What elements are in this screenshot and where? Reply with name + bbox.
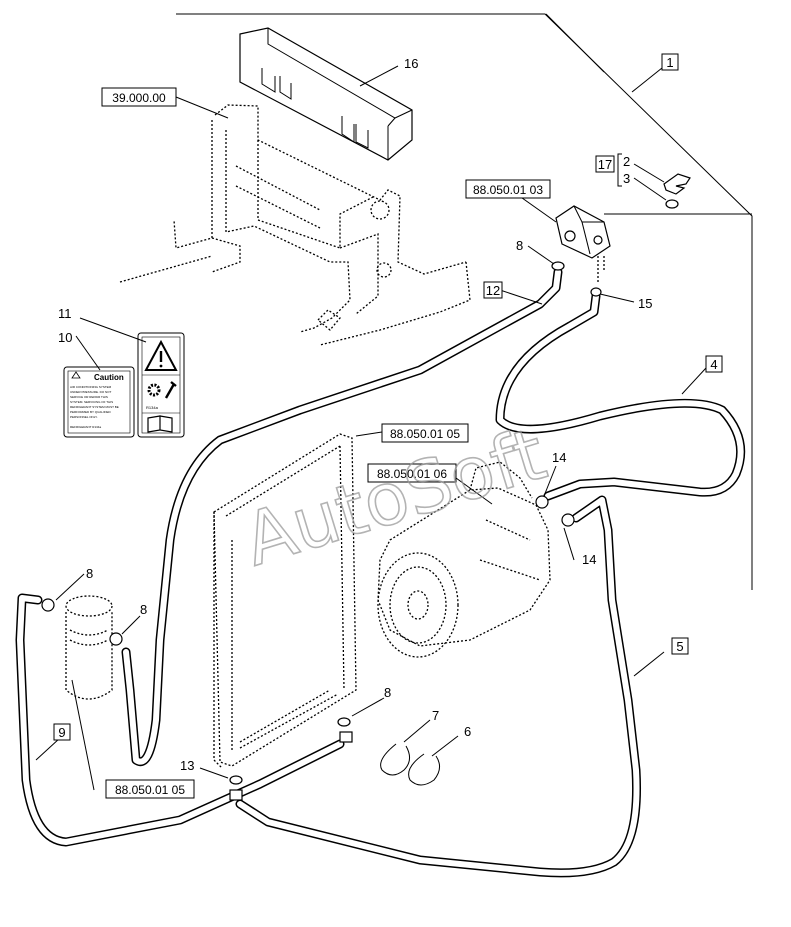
callout-11: 11 (58, 306, 72, 321)
caution-line-4: SYSTEM. SERVICING OF THIS (70, 400, 113, 404)
caution-text-lines: AIR CONDITIONING SYSTEM UNDER PRESSURE. … (70, 385, 119, 429)
ref-88-050-01-05-condenser: 88.050.01 05 (390, 427, 460, 441)
caution-decal: Caution AIR CONDITIONING SYSTEM UNDER PR… (63, 366, 135, 438)
condenser-outline (213, 433, 357, 769)
callout-17: 17 (598, 157, 612, 172)
callout-4: 4 (710, 357, 717, 372)
callout-14-top: 14 (552, 450, 566, 465)
gear-icon (147, 383, 161, 397)
callout-15: 15 (638, 296, 652, 311)
callout-8-left: 8 (86, 566, 93, 581)
caution-title: Caution (94, 373, 124, 382)
fittings (41, 261, 602, 801)
caution-line-1: AIR CONDITIONING SYSTEM (70, 385, 112, 389)
warning-decal: R134a (137, 332, 185, 438)
plain-callouts: 16 2 3 8 15 11 10 14 14 8 8 8 7 6 13 (58, 56, 652, 773)
callout-16: 16 (404, 56, 418, 71)
ref-88-050-01-03: 88.050.01 03 (473, 183, 543, 197)
caution-line-2: UNDER PRESSURE. DO NOT (70, 390, 112, 394)
callout-3: 3 (623, 171, 630, 186)
callout-12: 12 (486, 283, 500, 298)
cab-frame-outline (119, 104, 471, 346)
caution-line-7: PERSONNEL ONLY. (70, 415, 98, 419)
callout-8-top: 8 (516, 238, 523, 253)
hose-clamps (380, 743, 440, 786)
expansion-valve-block (555, 205, 611, 284)
manual-book-icon (147, 415, 173, 433)
hoses (15, 267, 746, 878)
callout-5: 5 (676, 639, 683, 654)
callout-10: 10 (58, 330, 72, 345)
caution-footer: REFRIGERANT R134a (70, 425, 101, 429)
ref-88-050-01-05-drier: 88.050.01 05 (115, 783, 185, 797)
callout-1: 1 (666, 55, 673, 70)
leader-lines (35, 65, 707, 791)
foam-block-16 (239, 27, 413, 161)
boxed-callouts: 1 12 4 17 5 9 (53, 53, 723, 741)
ref-39-000-00: 39.000.00 (112, 91, 166, 105)
callout-6: 6 (464, 724, 471, 739)
receiver-drier-outline (65, 595, 113, 700)
callout-8-drier: 8 (140, 602, 147, 617)
caution-line-6: PERFORMED BY QUALIFIED (70, 410, 111, 414)
ref-88-050-01-06: 88.050.01 06 (377, 467, 447, 481)
callout-8-condenser: 8 (384, 685, 391, 700)
callout-9: 9 (58, 725, 65, 740)
r134a-text: R134a (146, 405, 159, 410)
callout-2: 2 (623, 154, 630, 169)
caution-line-5: REFRIGERANT SYSTEM MUST BE (70, 405, 119, 409)
callout-13: 13 (180, 758, 194, 773)
callout-14-bottom: 14 (582, 552, 596, 567)
callout-7: 7 (432, 708, 439, 723)
reference-boxes: 39.000.00 88.050.01 03 88.050.01 05 88.0… (101, 87, 551, 799)
caution-line-3: SERVICE OR REPAIR THIS (70, 395, 108, 399)
clip-and-nut (663, 173, 691, 209)
assembly-bracket (176, 13, 753, 590)
compressor-outline (377, 461, 551, 658)
hose-9 (15, 593, 345, 847)
wrench-icon (164, 381, 177, 399)
